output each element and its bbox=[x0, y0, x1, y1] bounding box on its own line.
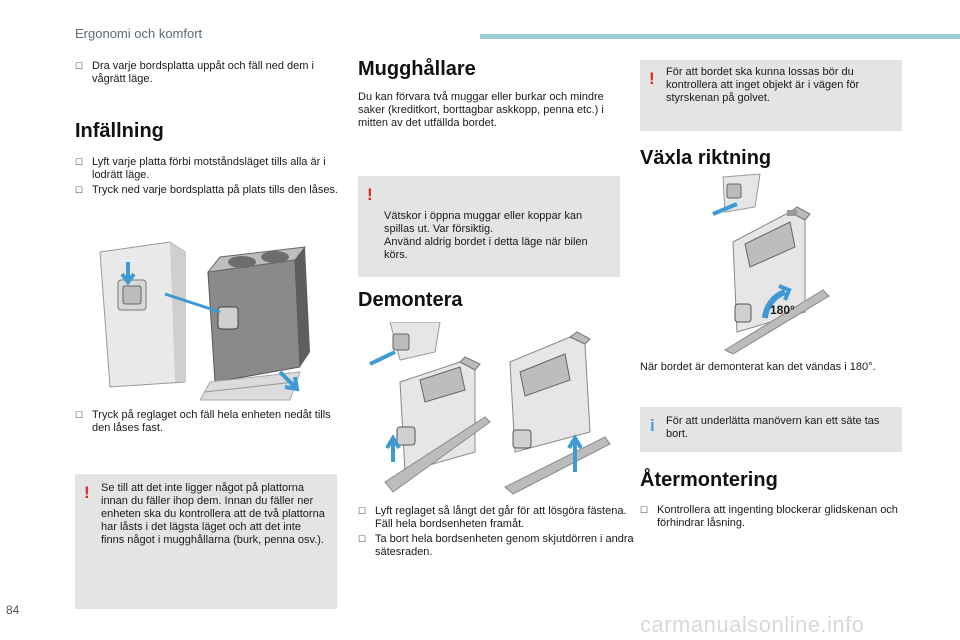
header-accent-bar bbox=[480, 34, 960, 39]
bullet-text: Lyft varje platta förbi motståndsläget t… bbox=[92, 156, 326, 181]
table-fold-illustration bbox=[90, 232, 320, 402]
bullet-text: Kontrollera att ingenting blockerar glid… bbox=[657, 504, 898, 529]
checkbox-bullet-icon: ☐ bbox=[75, 157, 84, 167]
rotation-label: 180° bbox=[770, 303, 795, 317]
bullet-text: Dra varje bordsplatta uppåt och fäll ned… bbox=[92, 60, 314, 85]
bullet-text: Ta bort hela bordsenheten genom skjutdör… bbox=[375, 533, 634, 558]
watermark: carmanualsonline.info bbox=[640, 612, 865, 637]
warning-box-rail: ! För att bordet ska kunna lossas bör du… bbox=[640, 60, 902, 131]
fold-down-step: ☐ Tryck på reglaget och fäll hela enhete… bbox=[75, 409, 337, 435]
bullet-text: Tryck på reglaget och fäll hela enheten … bbox=[92, 409, 331, 434]
warning-text: Vätskor i öppna muggar eller koppar kan … bbox=[384, 210, 588, 261]
bullet-text: Tryck ned varje bordsplatta på plats til… bbox=[92, 184, 338, 196]
removal-step-1: ☐ Lyft reglaget så långt det går för att… bbox=[358, 505, 637, 531]
bullet-text: Lyft reglaget så långt det går för att l… bbox=[375, 505, 627, 530]
exclamation-icon: ! bbox=[649, 69, 655, 88]
table-removal-illustration bbox=[365, 322, 615, 497]
checkbox-bullet-icon: ☐ bbox=[640, 505, 649, 515]
fold-step-2: ☐ Tryck ned varje bordsplatta på plats t… bbox=[75, 184, 354, 197]
table-rotate-illustration: 180° bbox=[705, 172, 835, 354]
checkbox-bullet-icon: ☐ bbox=[358, 534, 367, 544]
warning-box-cups: ! Vätskor i öppna muggar eller koppar ka… bbox=[358, 176, 620, 277]
warning-text: Se till att det inte ligger något på pla… bbox=[101, 482, 325, 546]
removal-step-2: ☐ Ta bort hela bordsenheten genom skjutd… bbox=[358, 533, 637, 559]
heading-vaxla-riktning: Växla riktning bbox=[640, 147, 772, 169]
warning-text: För att bordet ska kunna lossas bör du k… bbox=[666, 66, 860, 104]
exclamation-icon: ! bbox=[84, 483, 90, 502]
page-number: 84 bbox=[6, 603, 20, 617]
checkbox-bullet-icon: ☐ bbox=[75, 410, 84, 420]
section-title: Ergonomi och komfort bbox=[75, 26, 203, 41]
heading-mugghallare: Mugghållare bbox=[358, 58, 476, 80]
info-icon: i bbox=[650, 416, 655, 435]
heading-demontera: Demontera bbox=[358, 289, 463, 311]
checkbox-bullet-icon: ☐ bbox=[75, 185, 84, 195]
info-box-seat: i För att underlätta manövern kan ett sä… bbox=[640, 407, 902, 452]
fold-step-1: ☐ Lyft varje platta förbi motståndsläget… bbox=[75, 156, 354, 182]
info-text: För att underlätta manövern kan ett säte… bbox=[666, 415, 880, 440]
heading-infallning: Infällning bbox=[75, 120, 164, 142]
rotate-description: När bordet är demonterat kan det vändas … bbox=[640, 361, 876, 373]
heading-atermontering: Återmontering bbox=[640, 469, 778, 491]
cupholder-description: Du kan förvara två muggar eller burkar o… bbox=[358, 91, 604, 129]
exclamation-icon: ! bbox=[367, 185, 373, 204]
warning-box-fold: ! Se till att det inte ligger något på p… bbox=[75, 474, 337, 609]
checkbox-bullet-icon: ☐ bbox=[75, 61, 84, 71]
reinstall-step-1: ☐ Kontrollera att ingenting blockerar gl… bbox=[640, 504, 902, 530]
checkbox-bullet-icon: ☐ bbox=[358, 506, 367, 516]
fold-up-step: ☐ Dra varje bordsplatta uppåt och fäll n… bbox=[75, 60, 337, 86]
